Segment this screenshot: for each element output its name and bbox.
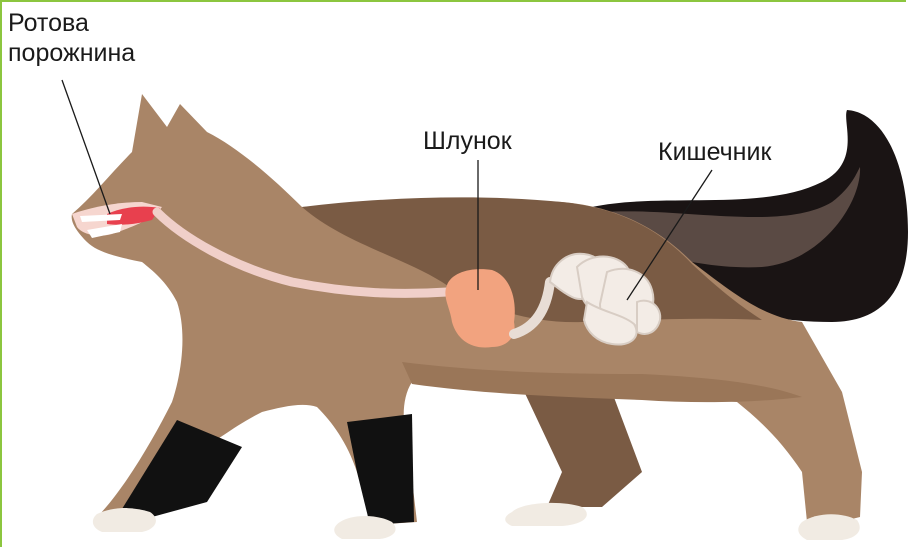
label-stomach: Шлунок (423, 126, 512, 156)
cat-paws (93, 508, 860, 540)
leader-mouth (62, 80, 110, 214)
label-mouth-cavity: Ротова порожнина (8, 8, 135, 68)
label-mouth-line1: Ротова (8, 8, 135, 38)
label-intestine: Кишечник (658, 137, 771, 167)
label-mouth-line2: порожнина (8, 38, 135, 68)
middle-leg-black (347, 414, 414, 525)
back-paw-rear (505, 503, 587, 526)
cat-back-legs (505, 387, 642, 526)
